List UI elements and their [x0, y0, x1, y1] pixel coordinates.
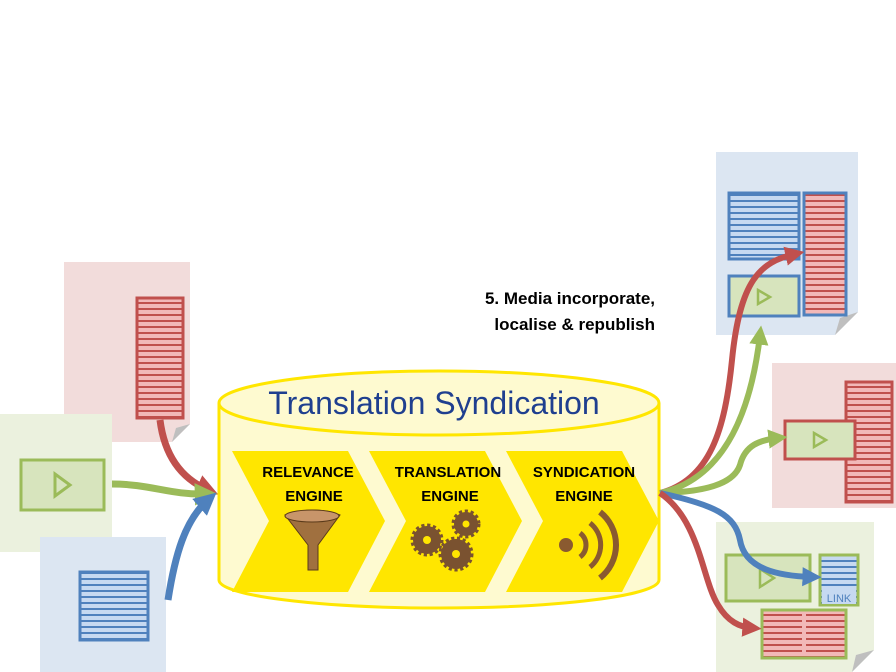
output-arrow-red-bottom — [658, 490, 762, 637]
output-arrow-red-top — [659, 246, 805, 496]
play-icon — [53, 471, 73, 499]
input-arrow-blue — [164, 492, 217, 601]
output-arrow-green-top — [659, 325, 769, 496]
translation-engine-chevron — [369, 451, 522, 592]
engine-2-line1: TRANSLATION — [395, 464, 501, 481]
output-page-red — [772, 363, 896, 508]
input-arrow-green — [111, 480, 218, 506]
source-page-doc — [40, 537, 166, 672]
link-label: LINK — [827, 593, 852, 605]
gears-icon — [410, 509, 481, 572]
play-icon — [756, 287, 773, 307]
cylinder-title: Translation Syndication — [268, 385, 599, 421]
video-icon — [19, 458, 106, 512]
engine-2-line2: ENGINE — [421, 488, 479, 505]
step-label-line2: localise & republish — [494, 315, 655, 334]
document-icon — [78, 570, 150, 642]
source-page-text — [64, 262, 190, 442]
engine-3-line2: ENGINE — [555, 488, 613, 505]
engine-1-line2: ENGINE — [285, 488, 343, 505]
output-page-blue — [716, 152, 858, 335]
funnel-icon — [284, 509, 341, 571]
step-label-line1: 5. Media incorporate, — [485, 289, 655, 308]
engine-1-line1: RELEVANCE — [262, 464, 353, 481]
source-page-video — [0, 414, 112, 552]
play-icon — [812, 430, 829, 450]
engine-3-line1: SYNDICATION — [533, 464, 635, 481]
output-arrow-blue — [659, 490, 822, 587]
article-icon — [135, 296, 185, 420]
output-arrow-green-mid — [659, 429, 788, 496]
broadcast-icon — [559, 509, 619, 581]
syndication-engine-chevron — [506, 451, 659, 592]
play-icon — [758, 566, 777, 590]
